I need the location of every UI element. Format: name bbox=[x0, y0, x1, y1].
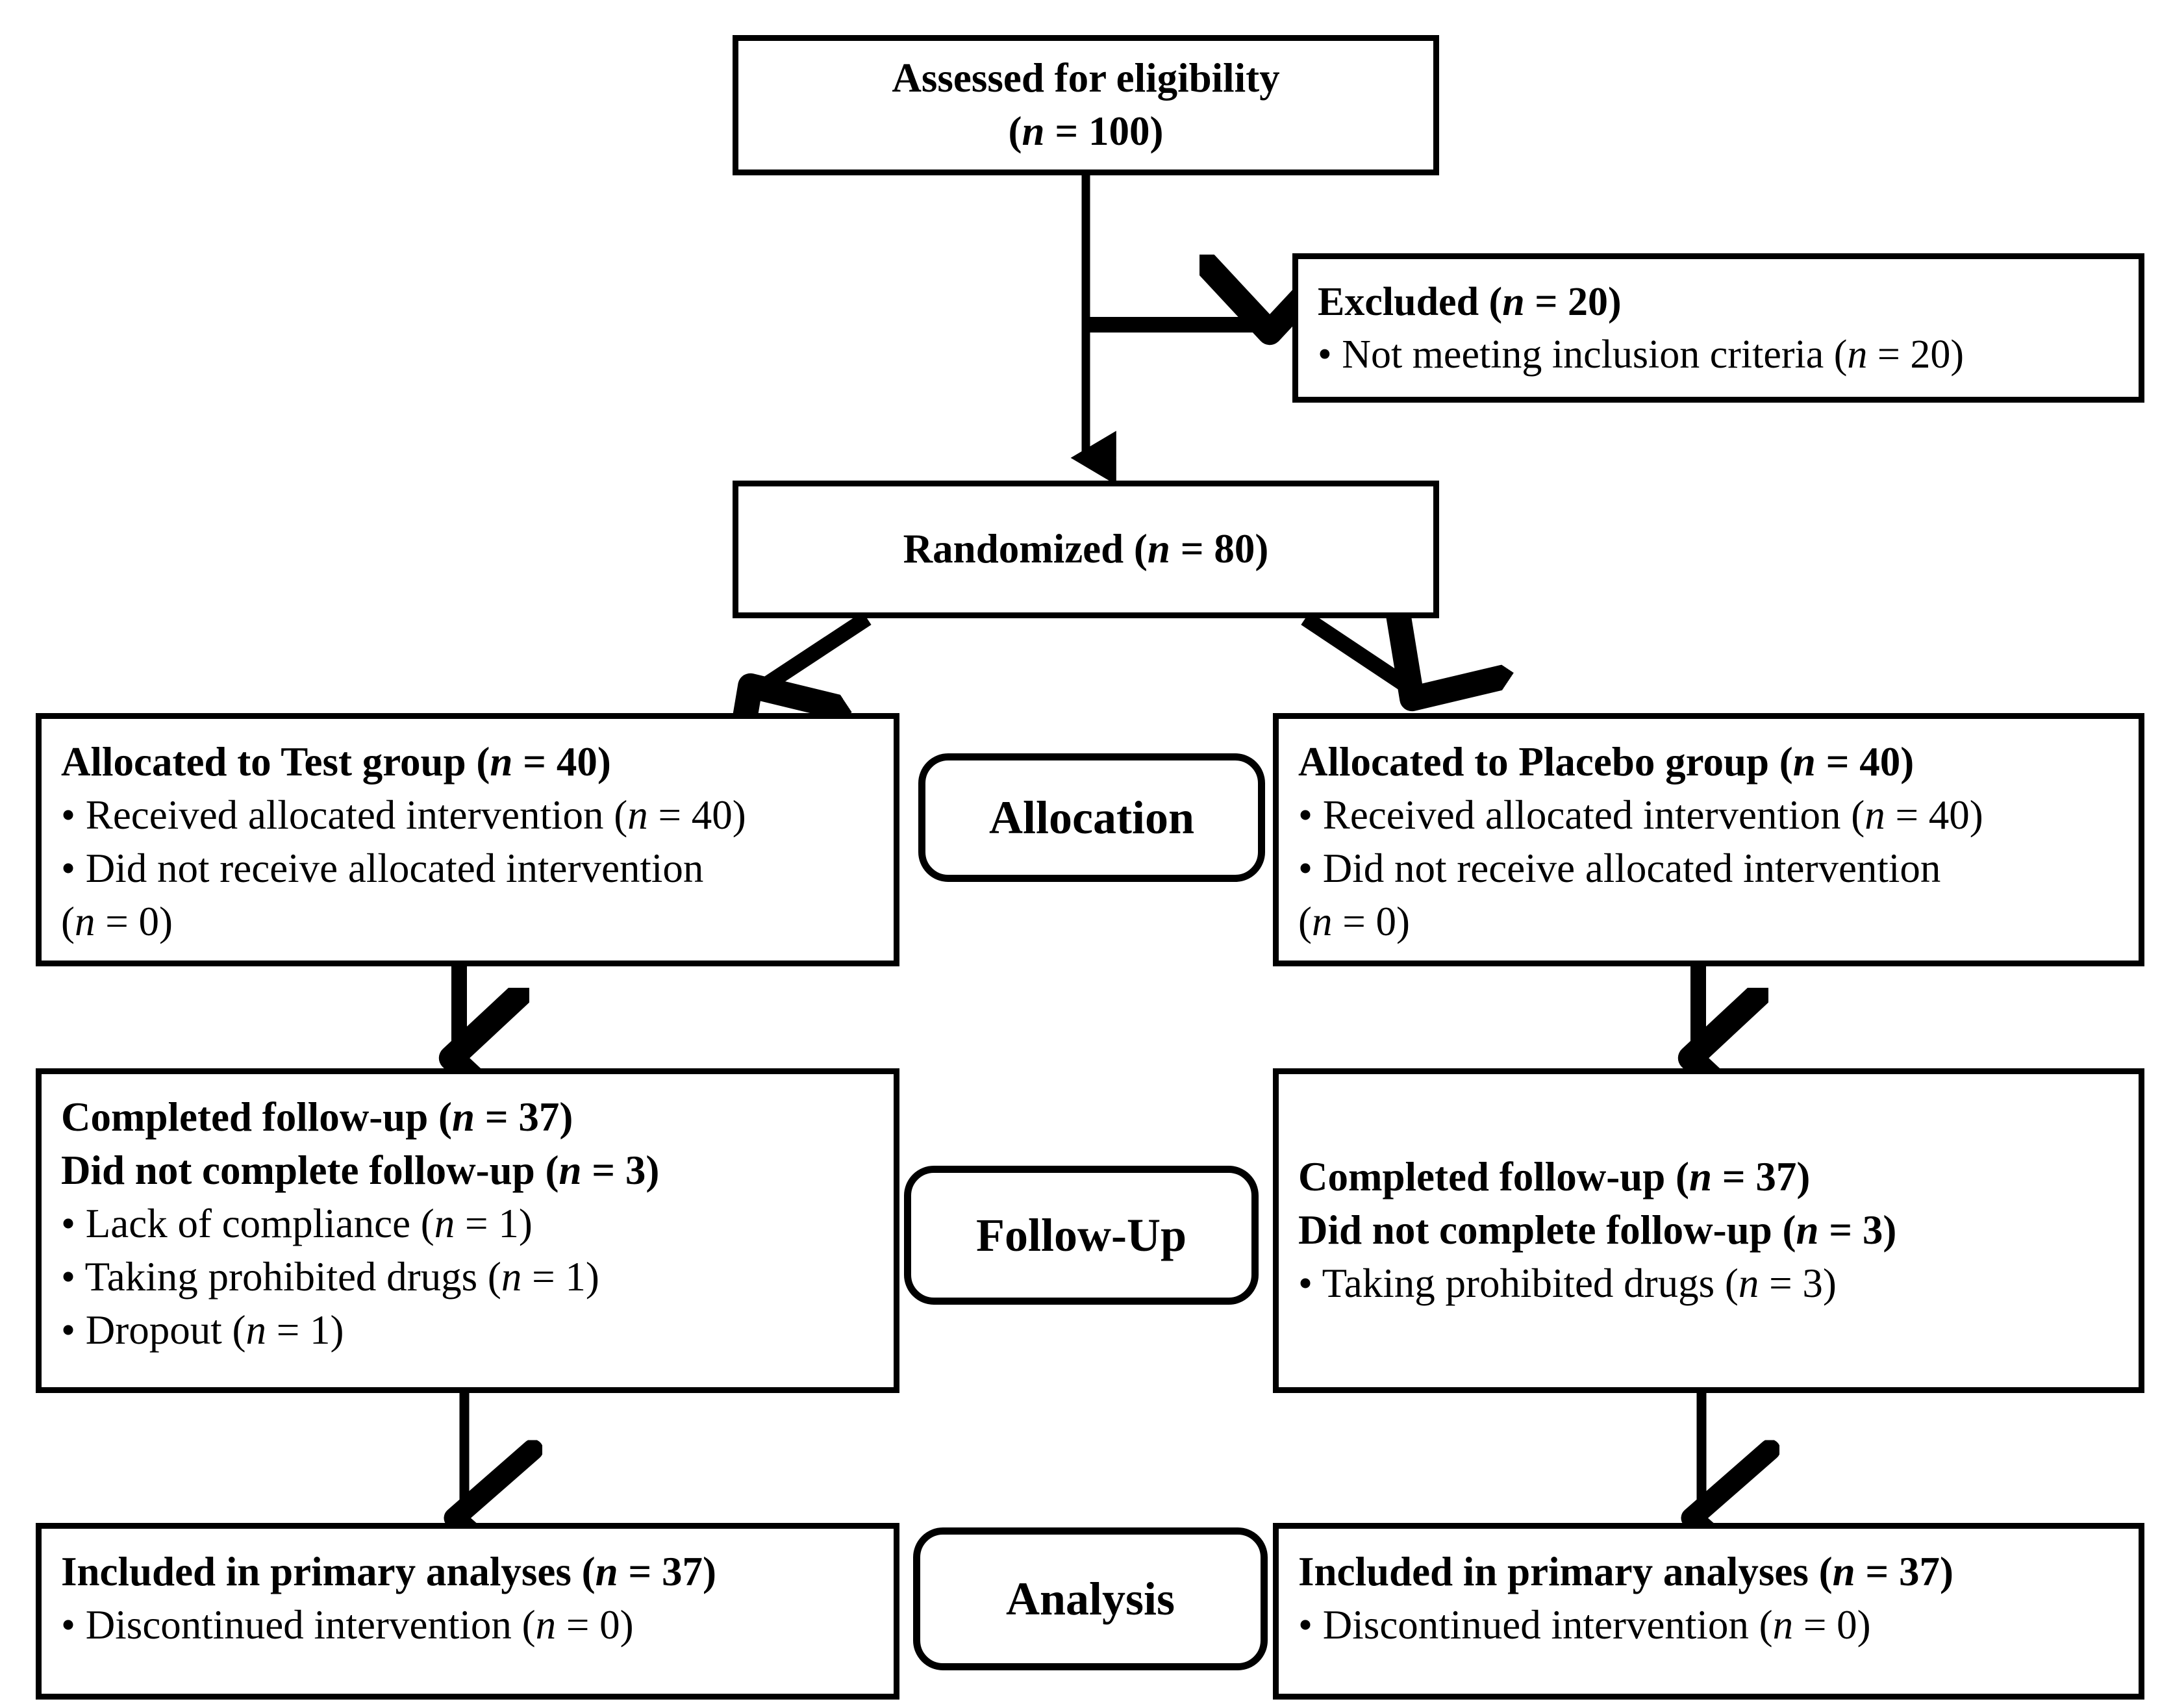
edge-randomized-to-allocated-test bbox=[759, 611, 872, 690]
node-line: (n = 100) bbox=[1008, 108, 1164, 154]
node-randomized: Randomized (n = 80) bbox=[733, 481, 1439, 618]
edge-randomized-to-allocated-placebo bbox=[1301, 618, 1413, 690]
node-followup-placebo-group: Completed follow-up (n = 37) Did not com… bbox=[1273, 1068, 2144, 1393]
node-line: • Discontinued intervention (n = 0) bbox=[1298, 1601, 1871, 1648]
node-excluded: Excluded (n = 20) • Not meeting inclusio… bbox=[1292, 253, 2144, 403]
node-line: Completed follow-up (n = 37) bbox=[1298, 1154, 1811, 1200]
node-line: Allocated to Test group (n = 40) bbox=[61, 739, 611, 785]
node-line: • Discontinued intervention (n = 0) bbox=[61, 1601, 634, 1648]
node-assessed-for-eligibility: Assessed for eligibility (n = 100) bbox=[733, 35, 1439, 175]
node-line: Assessed for eligibility bbox=[892, 55, 1280, 101]
stage-label-allocation: Allocation bbox=[918, 753, 1265, 882]
stage-label-text: Analysis bbox=[1005, 1572, 1175, 1625]
node-line: Excluded (n = 20) bbox=[1318, 280, 1622, 324]
node-line: Did not complete follow-up (n = 3) bbox=[1298, 1207, 1897, 1253]
node-line: Included in primary analyses (n = 37) bbox=[61, 1549, 717, 1594]
node-line: • Received allocated intervention (n = 4… bbox=[1298, 792, 1983, 838]
stage-label-text: Follow-Up bbox=[976, 1209, 1187, 1261]
node-line: • Dropout (n = 1) bbox=[61, 1307, 344, 1353]
node-line: • Received allocated intervention (n = 4… bbox=[61, 792, 746, 838]
node-line: • Taking prohibited drugs (n = 3) bbox=[1298, 1260, 1837, 1306]
node-line: Randomized (n = 80) bbox=[903, 526, 1269, 572]
node-line: Completed follow-up (n = 37) bbox=[61, 1094, 573, 1140]
node-analysis-placebo-group: Included in primary analyses (n = 37) • … bbox=[1273, 1523, 2144, 1700]
node-line: • Lack of compliance (n = 1) bbox=[61, 1200, 533, 1246]
node-analysis-test-group: Included in primary analyses (n = 37) • … bbox=[36, 1523, 899, 1700]
node-allocated-to-test-group: Allocated to Test group (n = 40) • Recei… bbox=[36, 713, 899, 966]
node-line: • Did not receive allocated intervention bbox=[1298, 845, 1941, 891]
node-line: • Taking prohibited drugs (n = 1) bbox=[61, 1253, 599, 1300]
node-line: Included in primary analyses (n = 37) bbox=[1298, 1549, 1954, 1594]
stage-label-analysis: Analysis bbox=[913, 1527, 1268, 1670]
node-followup-test-group: Completed follow-up (n = 37) Did not com… bbox=[36, 1068, 899, 1393]
node-line: • Did not receive allocated intervention bbox=[61, 845, 704, 891]
node-line: Did not complete follow-up (n = 3) bbox=[61, 1147, 660, 1193]
stage-label-text: Allocation bbox=[989, 791, 1194, 844]
node-allocated-to-placebo-group: Allocated to Placebo group (n = 40) • Re… bbox=[1273, 713, 2144, 966]
node-line: • Not meeting inclusion criteria (n = 20… bbox=[1318, 332, 1965, 377]
node-line: Allocated to Placebo group (n = 40) bbox=[1298, 739, 1915, 785]
stage-label-followup: Follow-Up bbox=[904, 1166, 1259, 1305]
node-line: (n = 0) bbox=[1298, 898, 1410, 944]
node-line: (n = 0) bbox=[61, 898, 173, 944]
